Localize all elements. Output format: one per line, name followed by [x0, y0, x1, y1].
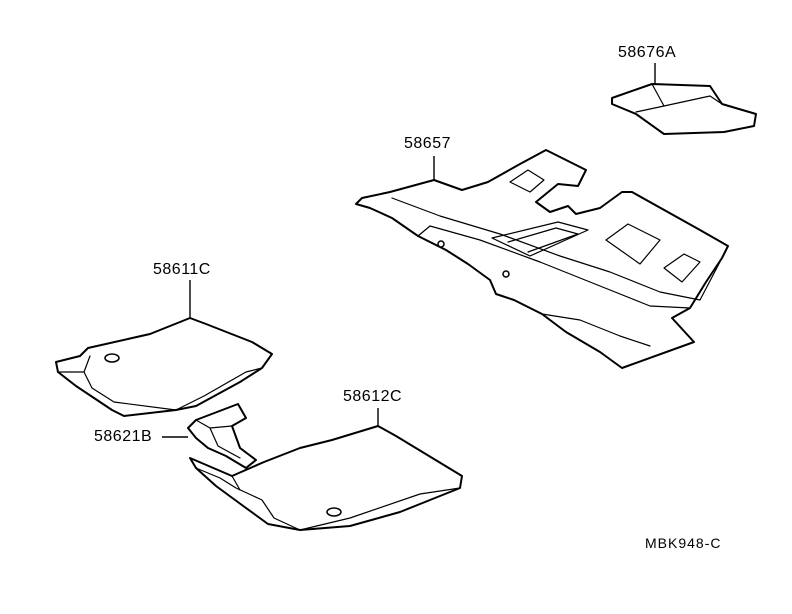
silencer-58657-shape — [355, 149, 729, 369]
pad-58611c-shape — [55, 280, 273, 417]
reference-code: MBK948-C — [645, 535, 722, 551]
pad-58612c-shape — [189, 408, 463, 531]
part-label-58676a: 58676A — [618, 44, 677, 61]
part-label-58657: 58657 — [404, 135, 451, 152]
clip-58621b-shape — [162, 403, 257, 469]
part-label-58621b: 58621B — [94, 428, 153, 445]
part-label-58612c: 58612C — [343, 388, 403, 405]
pad-58676a-shape — [611, 63, 757, 135]
part-label-58611c: 58611C — [153, 261, 211, 278]
